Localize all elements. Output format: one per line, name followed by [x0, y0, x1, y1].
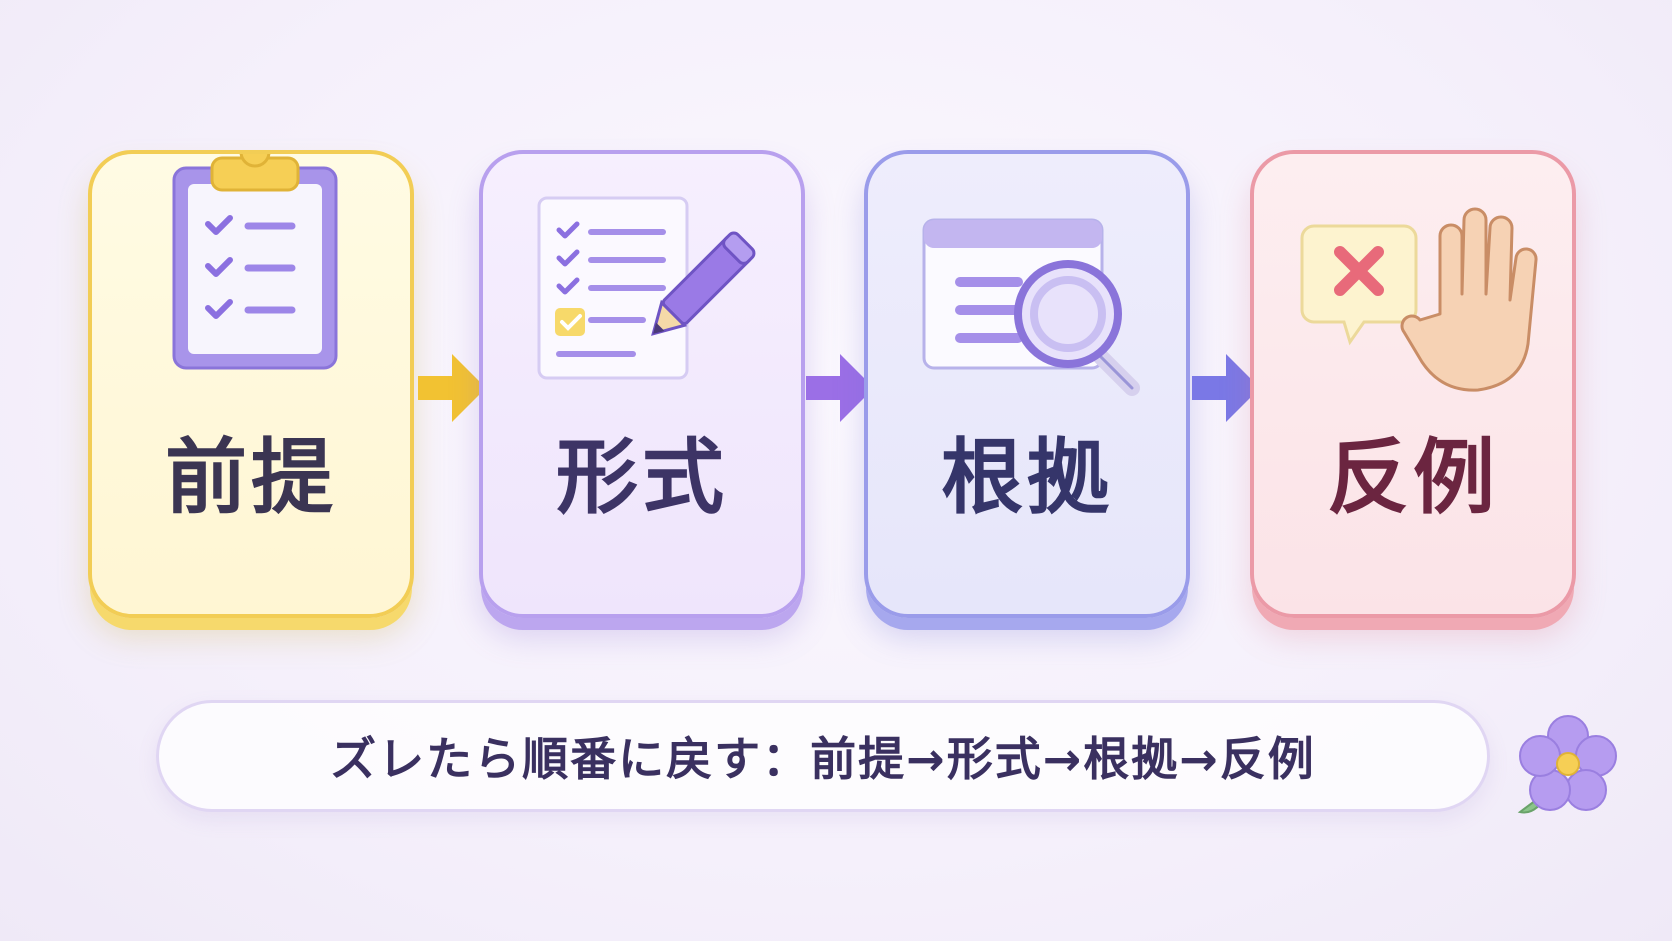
arrow-right-icon: [1192, 354, 1260, 422]
flower-icon: [1517, 715, 1617, 814]
step-label: 形式: [555, 430, 728, 526]
step-label: 反例: [1326, 430, 1499, 526]
step-card-counterexample: 反例: [1250, 150, 1576, 618]
arrow-right-icon: [806, 354, 874, 422]
step-card-premise: 前提: [88, 150, 414, 618]
step-card-format: 形式: [479, 150, 805, 618]
banner-text: ズレたら順番に戻す：前提→形式→根拠→反例: [330, 732, 1316, 786]
step-label: 根拠: [940, 430, 1113, 526]
step-label: 前提: [164, 430, 337, 526]
arrow-right-icon: [418, 354, 486, 422]
summary-banner: ズレたら順番に戻す：前提→形式→根拠→反例: [156, 700, 1490, 812]
document-magnifier-icon: [922, 218, 1140, 396]
clipboard-checklist-icon: [172, 154, 338, 370]
step-card-evidence: 根拠: [864, 150, 1190, 618]
checklist-pencil-icon: [537, 196, 756, 380]
cross-bubble-hand-icon: [1300, 207, 1538, 392]
